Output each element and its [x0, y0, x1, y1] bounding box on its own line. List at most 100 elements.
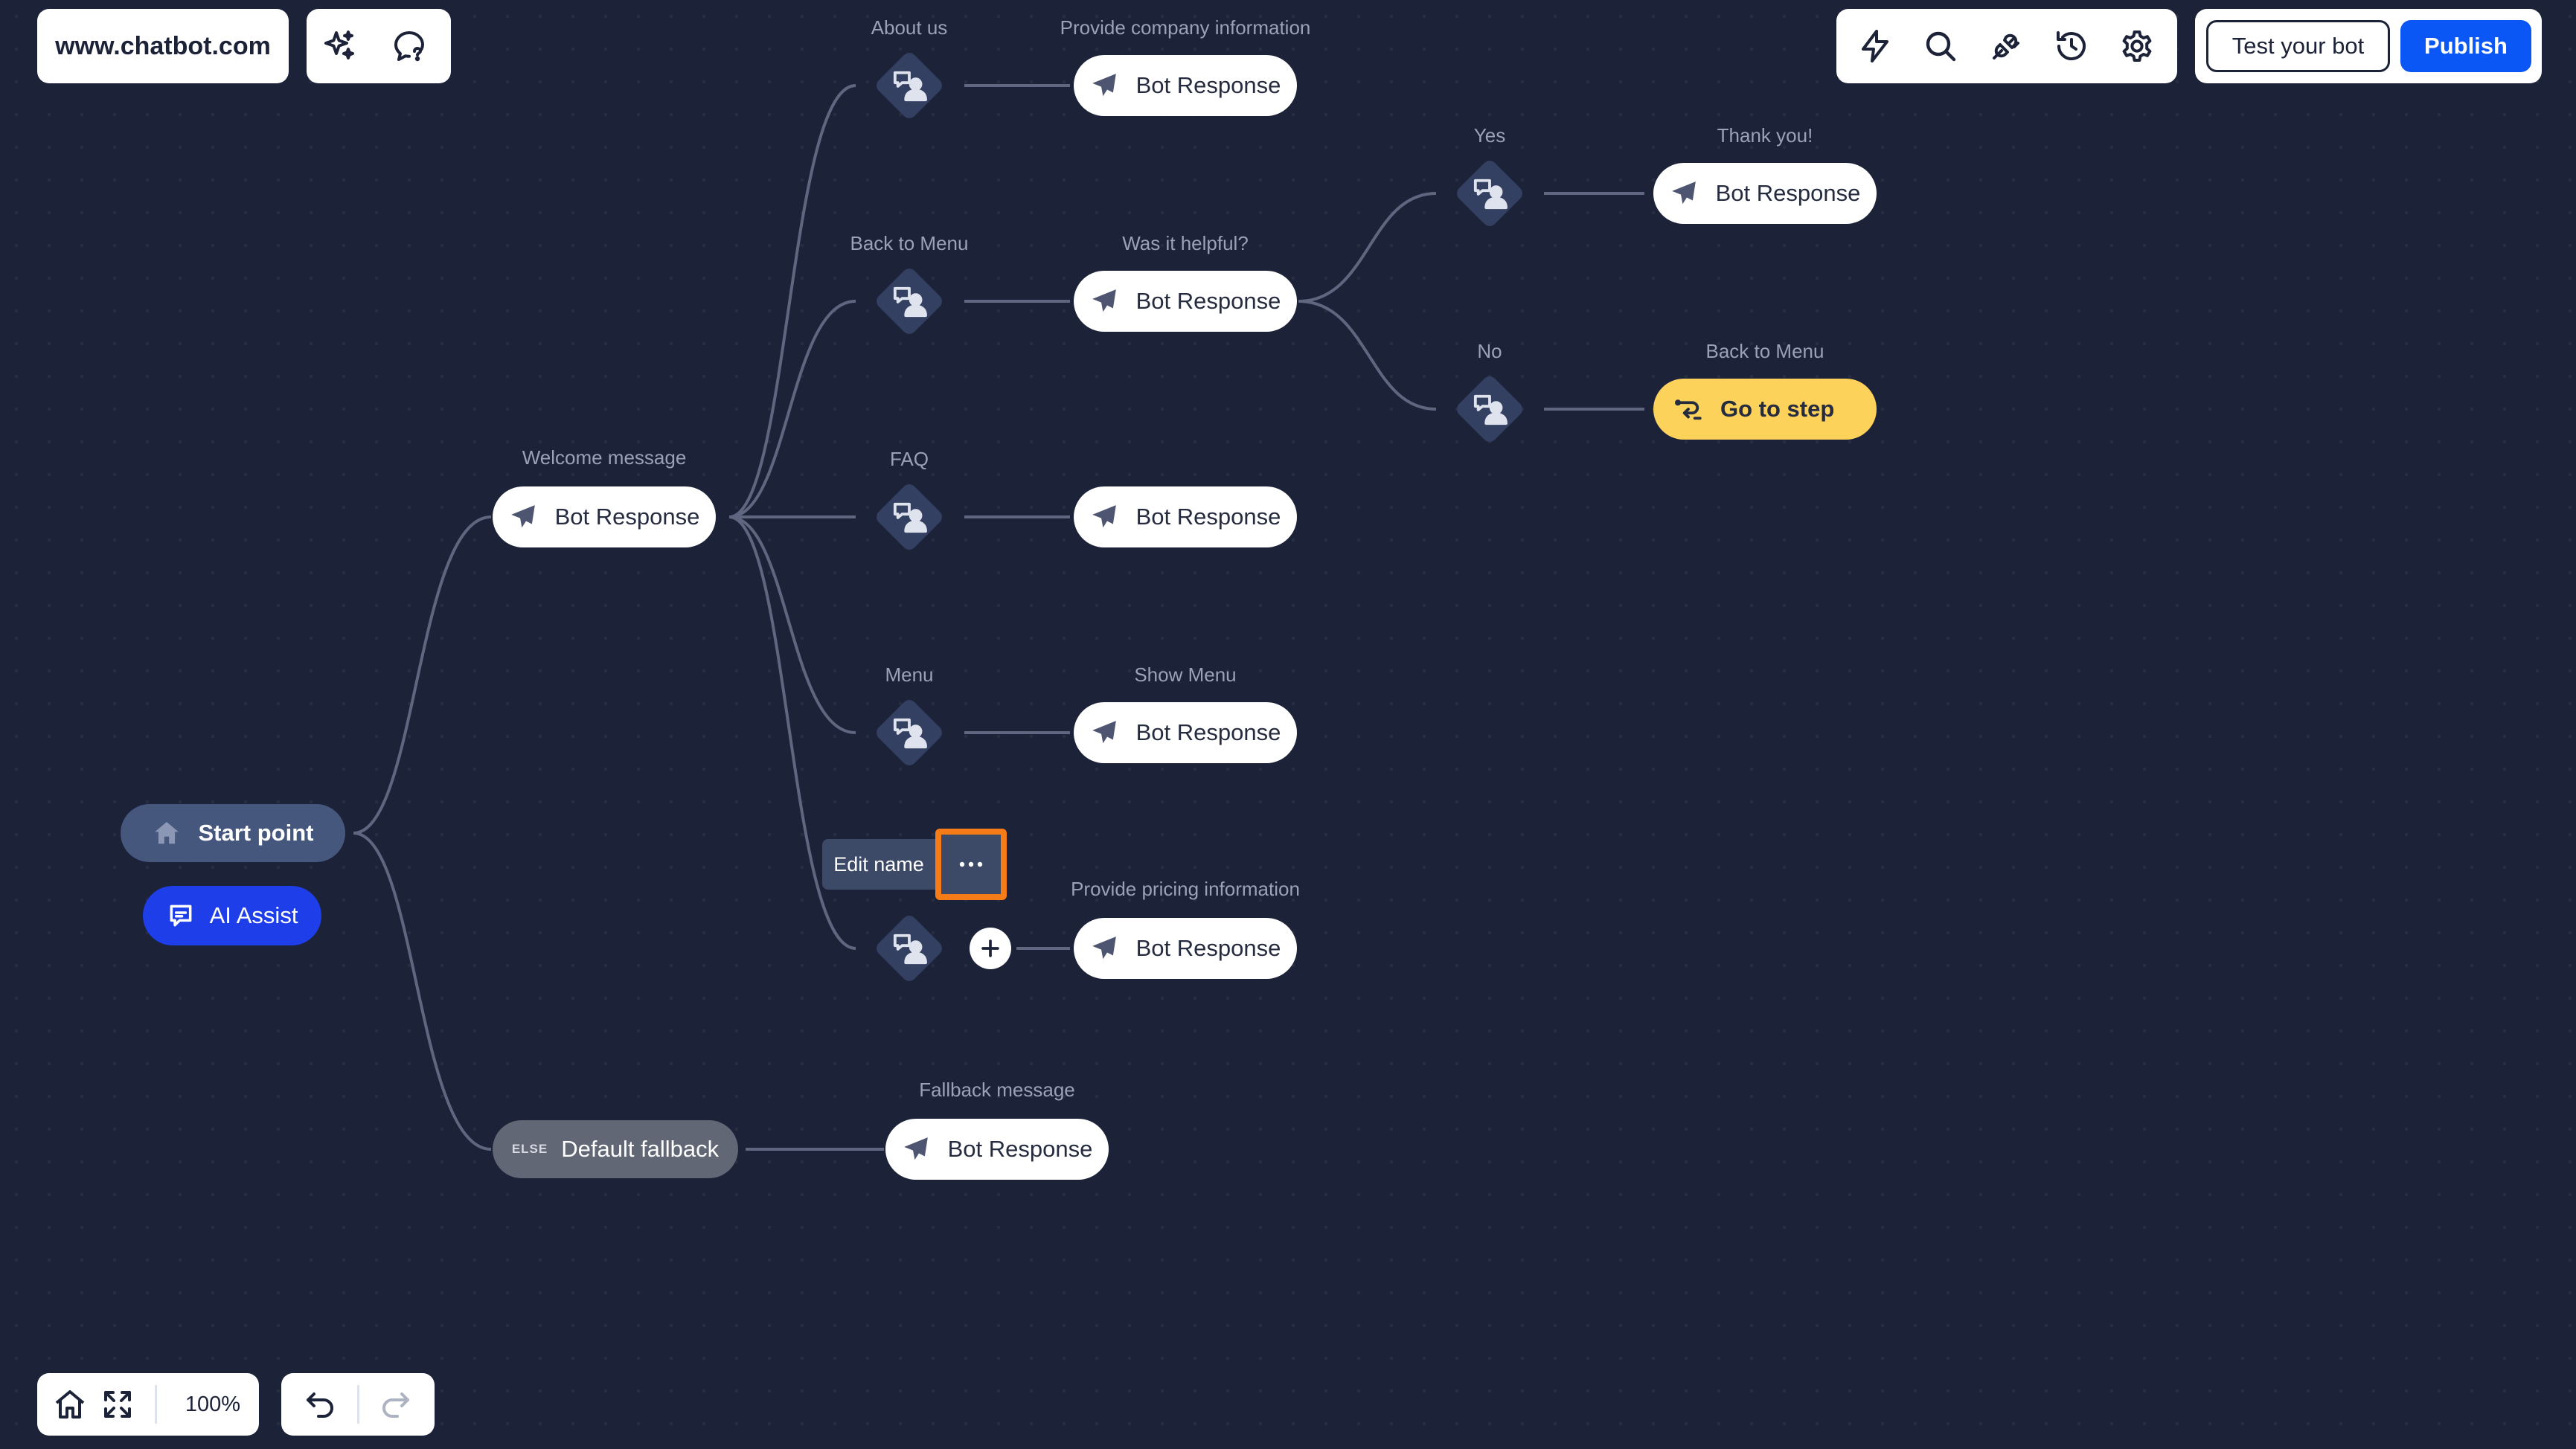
menu-bot-response[interactable]: Bot Response	[1074, 702, 1297, 763]
go-to-step-label: Go to step	[1720, 396, 1835, 422]
ai-assist-label: AI Assist	[209, 902, 298, 928]
welcome-label: Welcome message	[522, 446, 687, 469]
menu-label: Menu	[885, 664, 934, 686]
paper-plane-icon	[1092, 505, 1116, 528]
user-input-node-back-to-menu[interactable]	[868, 260, 951, 343]
route-arrows-icon	[1674, 399, 1702, 420]
user-chat-icon	[893, 502, 927, 533]
redo-icon[interactable]	[378, 1387, 414, 1422]
sparkles-icon[interactable]	[321, 28, 357, 64]
connector-start-welcome	[353, 515, 492, 835]
ai-assist-button[interactable]: AI Assist	[143, 886, 321, 945]
company-info-label: Provide company information	[1060, 16, 1311, 39]
history-panel	[281, 1373, 435, 1436]
gear-icon[interactable]	[2119, 28, 2155, 64]
paper-plane-icon	[510, 505, 535, 528]
paper-plane-icon	[1671, 181, 1696, 205]
bot-response-label: Bot Response	[1135, 719, 1281, 745]
publish-button[interactable]: Publish	[2400, 20, 2531, 72]
bot-response-label: Bot Response	[554, 504, 700, 530]
left-tools-panel	[307, 9, 451, 83]
about-us-bot-response[interactable]: Bot Response	[1074, 55, 1297, 116]
default-fallback-label: Default fallback	[561, 1136, 720, 1162]
bot-response-label: Bot Response	[1135, 504, 1281, 530]
connector-helpful-no	[1298, 300, 1437, 411]
faq-bot-response[interactable]: Bot Response	[1074, 486, 1297, 547]
pricing-bot-response[interactable]: Bot Response	[1074, 918, 1297, 979]
user-chat-icon	[1473, 179, 1508, 210]
fallback-bot-response[interactable]: Bot Response	[885, 1119, 1109, 1180]
paper-plane-icon	[1092, 289, 1116, 312]
default-fallback-node[interactable]: ELSE Default fallback	[493, 1120, 738, 1178]
thank-you-bot-response[interactable]: Bot Response	[1653, 163, 1877, 224]
chat-icon	[170, 905, 191, 927]
user-input-node-no[interactable]	[1448, 367, 1531, 451]
go-to-step-node[interactable]: Go to step	[1653, 379, 1877, 440]
connector-welcome-pricing	[728, 515, 856, 950]
no-label: No	[1477, 340, 1502, 362]
thank-you-label: Thank you!	[1717, 124, 1813, 147]
search-icon[interactable]	[1923, 28, 1958, 64]
back-to-menu-step-label: Back to Menu	[1705, 340, 1824, 362]
user-input-node-yes[interactable]	[1448, 152, 1531, 235]
start-point-node[interactable]: Start point	[121, 804, 345, 862]
history-icon[interactable]	[2054, 28, 2089, 64]
fallback-message-label: Fallback message	[919, 1079, 1075, 1101]
history-divider	[357, 1385, 359, 1424]
home-icon[interactable]	[52, 1387, 88, 1422]
welcome-bot-response[interactable]: Bot Response	[493, 486, 716, 547]
test-bot-button[interactable]: Test your bot	[2206, 20, 2390, 72]
user-input-node-about-us[interactable]	[868, 44, 951, 127]
plus-icon	[981, 939, 999, 957]
bot-response-label: Bot Response	[1135, 288, 1281, 314]
user-chat-icon	[893, 718, 927, 749]
lightning-icon[interactable]	[1857, 28, 1893, 64]
more-options-button[interactable]	[935, 829, 1007, 900]
paper-plane-icon	[903, 1137, 928, 1160]
start-point-label: Start point	[198, 820, 314, 846]
user-chat-icon	[1473, 394, 1508, 425]
bot-response-label: Bot Response	[1135, 72, 1281, 98]
paper-plane-icon	[1092, 74, 1116, 97]
zoom-divider	[155, 1385, 157, 1424]
user-input-node-pricing[interactable]	[868, 907, 951, 990]
user-input-node-menu[interactable]	[868, 691, 951, 774]
node-tooltip: Edit name	[822, 839, 1005, 890]
zoom-level[interactable]: 100%	[185, 1392, 241, 1416]
connector-welcome-back	[728, 300, 856, 518]
else-badge: ELSE	[511, 1142, 548, 1156]
chat-bubble-question-icon[interactable]	[391, 28, 427, 64]
back-to-menu-label: Back to Menu	[850, 232, 969, 254]
user-chat-icon	[893, 934, 927, 965]
pricing-info-label: Provide pricing information	[1071, 878, 1300, 900]
was-it-helpful-label: Was it helpful?	[1122, 232, 1249, 254]
show-menu-label: Show Menu	[1134, 664, 1237, 686]
connector-start-fallback	[353, 832, 492, 1151]
plug-icon[interactable]	[1988, 28, 2024, 64]
connector-helpful-yes	[1298, 192, 1437, 303]
home-icon	[154, 821, 179, 844]
bot-response-label: Bot Response	[1715, 180, 1861, 206]
user-input-node-faq[interactable]	[868, 475, 951, 559]
ellipsis-icon	[959, 861, 983, 867]
right-tools-panel	[1836, 9, 2177, 83]
domain-panel: www.chatbot.com	[37, 9, 289, 83]
bot-response-label: Bot Response	[1135, 935, 1281, 961]
fit-screen-icon[interactable]	[100, 1387, 135, 1422]
faq-label: FAQ	[889, 448, 929, 470]
add-node-button[interactable]	[970, 928, 1011, 969]
user-chat-icon	[893, 286, 927, 318]
paper-plane-icon	[1092, 936, 1116, 960]
edit-name-button[interactable]: Edit name	[822, 839, 935, 890]
domain-title: www.chatbot.com	[55, 31, 271, 60]
connector-welcome-about	[728, 84, 856, 518]
yes-label: Yes	[1473, 124, 1506, 147]
bot-response-label: Bot Response	[947, 1136, 1093, 1162]
undo-icon[interactable]	[302, 1387, 338, 1422]
user-chat-icon	[893, 71, 927, 102]
about-us-label: About us	[871, 16, 948, 39]
zoom-panel	[37, 1373, 259, 1436]
was-it-helpful-bot-response[interactable]: Bot Response	[1074, 271, 1297, 332]
